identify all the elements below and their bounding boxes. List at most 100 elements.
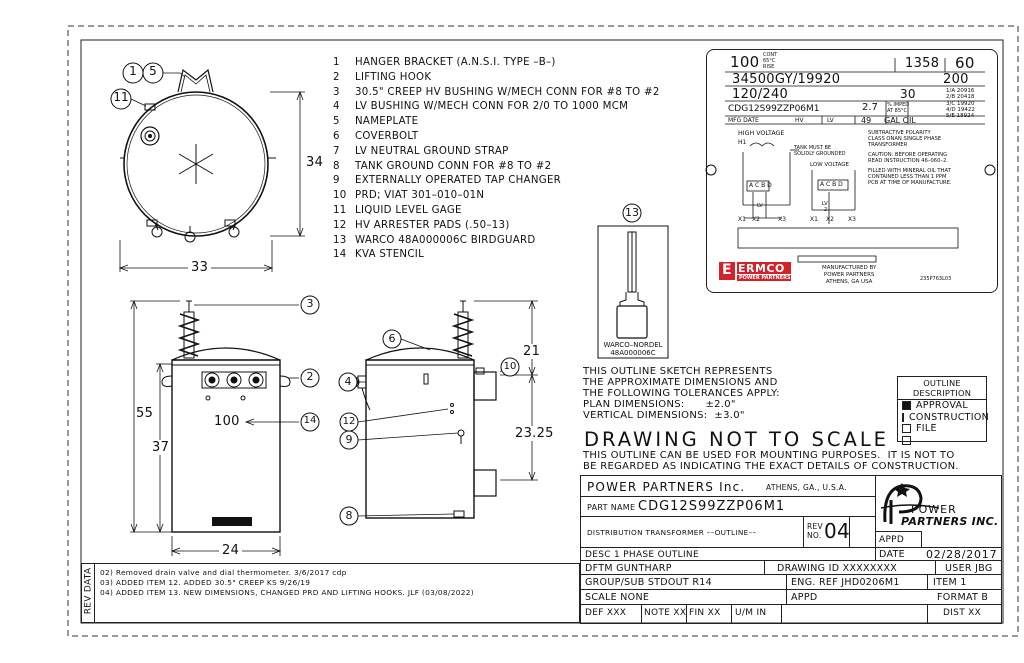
ermco-logo-sub: POWER PARTNERS	[739, 275, 791, 281]
kva-stencil-text: 100	[214, 414, 240, 429]
pp-logo-top: POWER	[911, 503, 957, 516]
ermco-logo: ERMCO	[738, 262, 785, 275]
outline-option-label: CONSTRUCTION	[909, 411, 990, 423]
tb-dftm: DFTM GUNTHARP	[585, 563, 672, 574]
item-number: 4	[333, 101, 340, 113]
np-num-2: 2	[824, 207, 828, 213]
np-tap-line: 5/E 18924	[946, 113, 975, 120]
np-z: 60	[955, 54, 975, 72]
np-imped-label-1: % IMPED	[887, 102, 910, 108]
np-h1: H1	[738, 139, 747, 146]
front-view-drawing	[130, 295, 320, 556]
np-abcd-2: A C B D	[820, 181, 843, 188]
balloon-13: 13	[625, 206, 639, 219]
np-high-voltage: HIGH VOLTAGE	[738, 130, 785, 137]
np-tap-line: 2/B 20418	[946, 94, 975, 101]
tb-appd-2: APPD	[791, 592, 818, 603]
item-text: LV BUSHING W/MECH CONN FOR 2/0 TO 1000 M…	[355, 101, 629, 113]
item-number: 2	[333, 71, 340, 83]
np-gal: 49	[861, 116, 872, 125]
np-note-line: FILLED WITH MINERAL OIL THAT	[868, 168, 951, 174]
item-row: 1 HANGER BRACKET (A.N.S.I. TYPE –B–)	[333, 56, 660, 71]
np-rise-1: 65°C	[763, 58, 776, 64]
item-text: KVA STENCIL	[355, 249, 425, 261]
np-note-line: CLASS ONAN SINGLE PHASE	[868, 136, 942, 142]
item-number: 9	[333, 175, 340, 187]
item-text: TANK GROUND CONN FOR #8 TO #2	[355, 160, 552, 172]
tb-rev-label-2: NO.	[807, 531, 822, 540]
np-tank-note-1: TANK MUST BE	[794, 145, 832, 151]
birdguard-line-1: WARCO–NORDEL	[603, 341, 663, 349]
tb-scale: SCALE NONE	[585, 592, 650, 603]
outline-checkbox[interactable]	[902, 401, 911, 411]
np-lv-bil: 30	[900, 87, 916, 101]
outline-option[interactable]: FILE	[898, 423, 986, 435]
item-text: HANGER BRACKET (A.N.S.I. TYPE –B–)	[355, 57, 556, 68]
np-hv: 34500GY/19920	[732, 72, 841, 87]
birdguard-detail	[597, 203, 669, 359]
np-sty: CDG12S99ZZP06M1	[728, 104, 820, 114]
tb-group: GROUP/SUB STDOUT R14	[585, 577, 712, 588]
outline-checkbox[interactable]	[902, 435, 911, 445]
np-x2-b: X2	[826, 216, 834, 223]
np-hv-label: HV	[795, 117, 804, 124]
not-to-scale-title: DRAWING NOT TO SCALE	[584, 428, 889, 451]
item-text: COVERBOLT	[355, 130, 419, 142]
np-lv-tag-2: LV	[822, 201, 828, 207]
outline-checkbox[interactable]	[902, 412, 904, 422]
revision-line: 02) Removed drain valve and dial thermom…	[100, 568, 347, 577]
np-x3-b: X3	[848, 216, 856, 223]
np-tap-line: 4/D 19422	[946, 106, 975, 113]
title-block: POWER PARTNERS Inc. ATHENS, GA., U.S.A. …	[580, 475, 1002, 624]
item-number: 11	[333, 204, 347, 216]
tb-desc: DESC 1 PHASE OUTLINE	[585, 550, 699, 560]
np-tap-line: 1/A 20916	[946, 88, 975, 94]
item-number: 3	[333, 86, 340, 98]
tb-appd: APPD	[879, 535, 905, 545]
outline-option[interactable]	[898, 435, 986, 447]
tb-drawing-id: DRAWING ID XXXXXXXX	[777, 563, 898, 574]
outline-option-label: FILE	[916, 423, 937, 435]
item-text: EXTERNALLY OPERATED TAP CHANGER	[355, 175, 562, 187]
outline-option[interactable]: CONSTRUCTION	[898, 411, 990, 424]
item-row: 9 EXTERNALLY OPERATED TAP CHANGER	[333, 174, 660, 189]
item-text: LIFTING HOOK	[355, 71, 432, 83]
birdguard-line-2: 48A000006C	[610, 349, 656, 357]
outline-option[interactable]: APPROVAL	[898, 400, 986, 412]
np-x2: X2	[752, 216, 760, 223]
np-lv-tag: LV	[757, 203, 763, 209]
item-text: WARCO 48A000006C BIRDGUARD	[355, 234, 536, 246]
tb-rev: 04	[824, 519, 851, 543]
balloon-2: 2	[306, 370, 314, 383]
outline-checkbox[interactable]	[902, 424, 911, 434]
np-tank-note: TANK MUST BE SOLIDLY GROUNDED	[794, 145, 846, 157]
np-note-line: CAUTION: BEFORE OPERATING	[868, 152, 948, 158]
item-number: 12	[333, 219, 347, 231]
np-cont: CONT	[763, 52, 778, 58]
tb-rev-label: REV NO.	[807, 522, 823, 540]
np-imped-label: % IMPED AT 85°C	[887, 102, 909, 114]
np-tap-line: 3/C 19920	[946, 100, 975, 107]
power-partners-logo	[880, 483, 940, 524]
np-x3: X3	[778, 216, 786, 223]
tb-rev-label-1: REV	[807, 522, 823, 531]
item-number: 1	[333, 57, 340, 68]
np-made-line: ATHENS, GA USA	[825, 279, 873, 285]
balloon-6: 6	[388, 332, 396, 345]
birdguard-label: WARCO–NORDEL 48A000006C	[600, 341, 666, 357]
np-x1: X1	[738, 216, 746, 223]
tb-location: ATHENS, GA., U.S.A.	[766, 483, 847, 492]
np-tank-note-2: SOLIDLY GROUNDED	[794, 151, 846, 157]
tb-def: DEF XXX	[585, 608, 627, 618]
np-note-line: SUBTRACTIVE POLARITY	[868, 130, 931, 136]
np-note-line: PCB AT TIME OF MANUFACTURE.	[868, 180, 952, 186]
balloon-10: 10	[503, 361, 517, 372]
